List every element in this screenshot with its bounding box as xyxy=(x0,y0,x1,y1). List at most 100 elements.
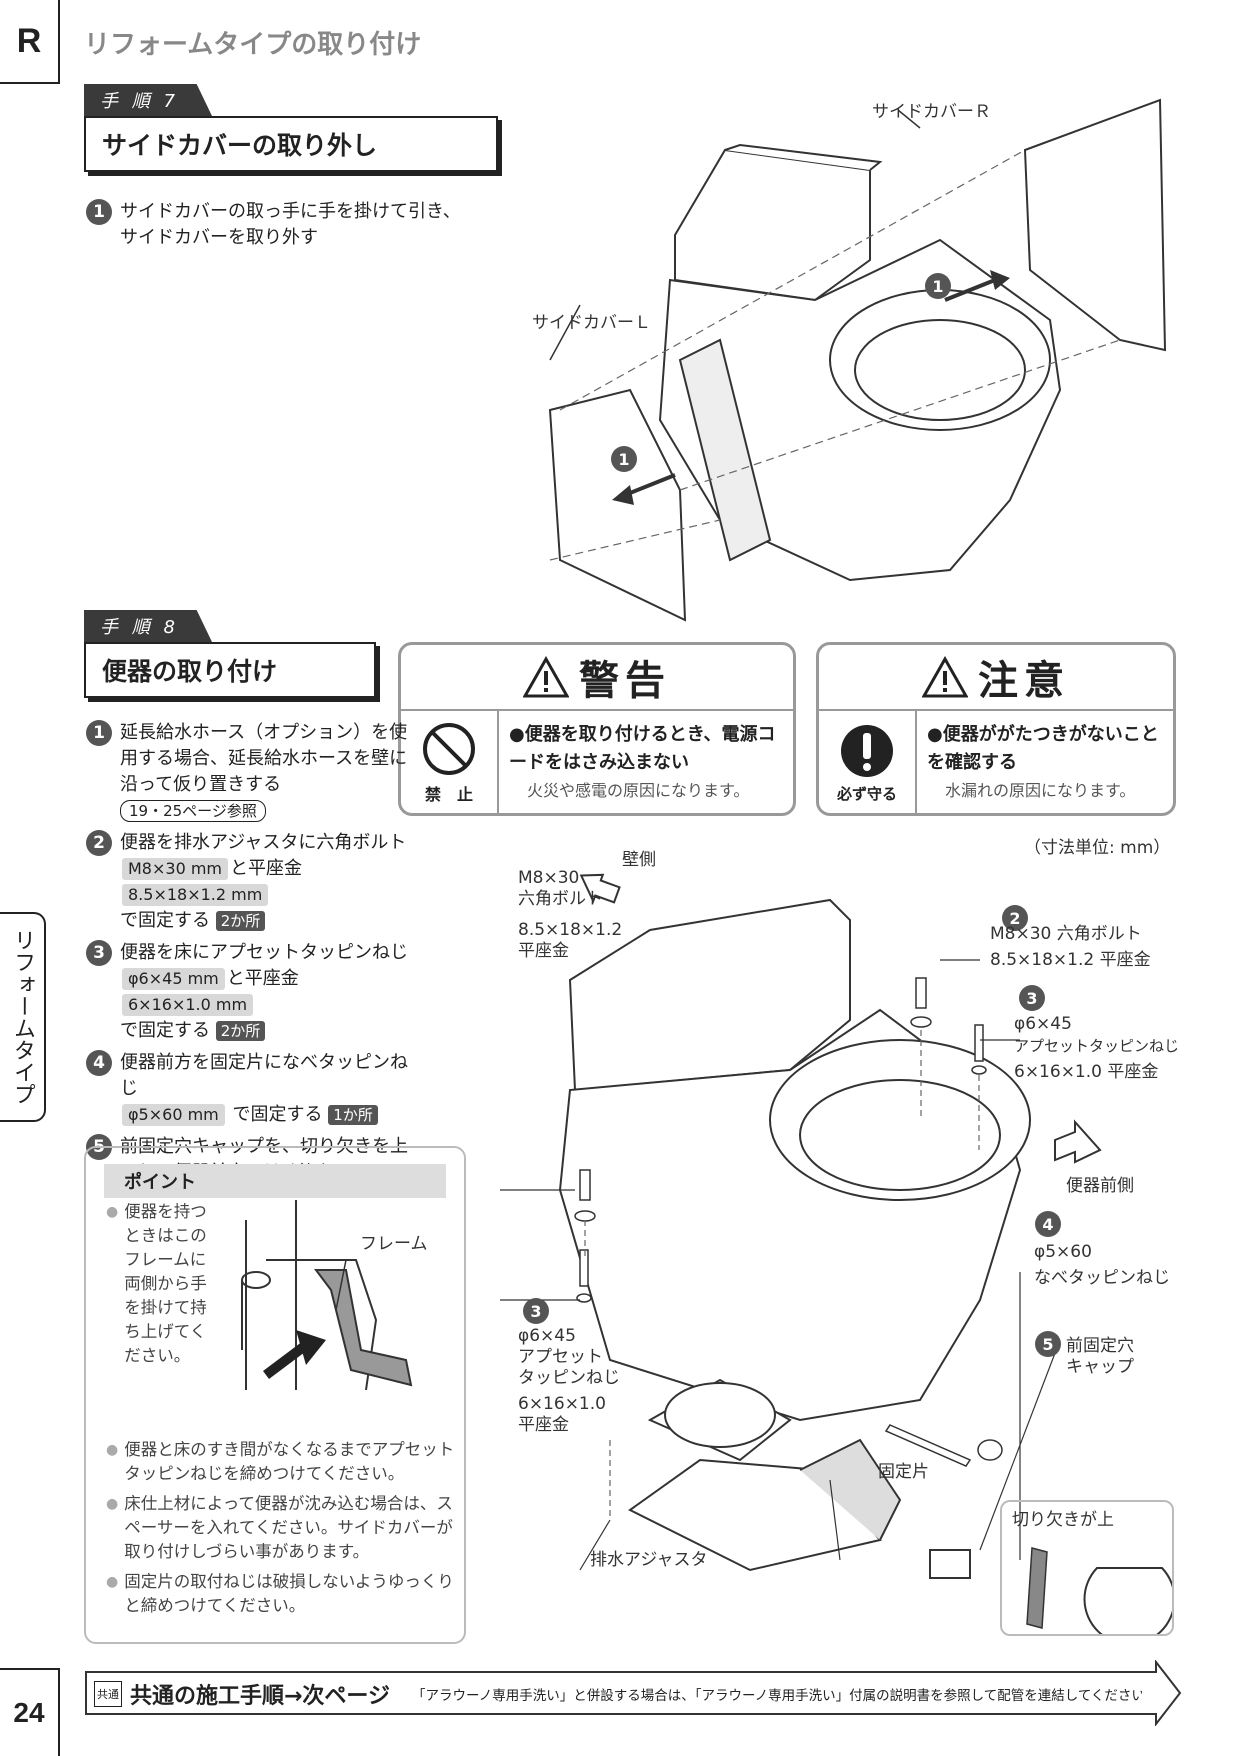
cap-notch-illustration xyxy=(1026,1547,1172,1634)
point-bullet-3: ● 床仕上材によって便器が沈み込む場合は、スペーサーを入れてください。サイドカバー… xyxy=(106,1492,456,1564)
callout-1-right xyxy=(925,273,951,299)
drain-adjuster-shape xyxy=(628,1458,882,1572)
callout-3-right-label: 3 xyxy=(1026,989,1037,1008)
point-bullet-1-text: 便器を持つときはこのフレームに両側から手を掛けて持ち上げてください。 xyxy=(124,1202,207,1365)
step-number: 3 xyxy=(86,940,112,966)
notch-label: 切り欠きが上 xyxy=(1012,1510,1114,1530)
label-fixing-piece: 固定片 xyxy=(878,1462,929,1482)
caution-triangle-icon xyxy=(922,656,968,698)
caution-box: 注意 必ず守る ●便器ががたつきがないことを確認する 水漏れの原因になります。 xyxy=(816,642,1176,816)
side-cover-l-shape xyxy=(548,388,687,622)
washer-icon xyxy=(910,1016,932,1028)
washer-size-chip: 6×16×1.0 mm xyxy=(122,994,254,1016)
bullet-dot-icon: ● xyxy=(106,1442,119,1458)
screw-size-chip: φ6×45 mm xyxy=(122,968,225,990)
step8-item-3-text: 便器を床にアプセットタッピンねじ xyxy=(120,942,408,963)
step7-item-1: 1 サイドカバーの取っ手に手を掛けて引き、サイドカバーを取り外す xyxy=(86,199,476,251)
step-number: 2 xyxy=(86,830,112,856)
section-tab: R xyxy=(0,0,60,84)
label-side-cover-r: サイドカバーＲ xyxy=(872,102,991,122)
arrow-right-icon xyxy=(944,278,996,302)
label-pan-screw-a: φ5×60 xyxy=(1034,1242,1092,1262)
step8-item-3-end: で固定する xyxy=(120,1020,210,1041)
arrow-left-icon xyxy=(624,473,676,497)
washer-size-chip: 8.5×18×1.2 mm xyxy=(122,884,269,906)
step8-item-2-end: で固定する xyxy=(120,910,210,931)
side-cover-removal-illustration: 1 1 xyxy=(548,98,1167,622)
point-bullet-4-text: 固定片の取付ねじは破損しないようゆっくりと締めつけてください。 xyxy=(124,1572,454,1615)
frame-grip-illustration xyxy=(241,1200,413,1391)
hex-bolt-icon xyxy=(915,977,927,1009)
warning-title-row: 警告 xyxy=(401,645,793,711)
screw-size-chip: φ5×60 mm xyxy=(122,1104,225,1126)
step8-item-4-end: で固定する xyxy=(232,1104,323,1125)
callout-2-right xyxy=(1002,905,1028,931)
callout-3-right xyxy=(1019,985,1045,1011)
caution-title: 注意 xyxy=(978,658,1070,704)
frame-label: フレーム xyxy=(360,1234,428,1254)
toilet-installation-illustration: 2 2 3 3 4 5 xyxy=(500,873,1102,1579)
caution-sub: 水漏れの原因になります。 xyxy=(945,781,1136,800)
callout-5-label: 5 xyxy=(1042,1335,1053,1354)
section-title: リフォームタイプの取り付け xyxy=(84,30,422,60)
callout-3-left-label: 3 xyxy=(530,1302,541,1321)
callout-1-left xyxy=(611,446,637,472)
step7-tag: 手 順 7 xyxy=(84,84,212,116)
count-badge: 2か所 xyxy=(215,1021,266,1041)
callout-5 xyxy=(1035,1331,1061,1357)
footer-arrow-banner xyxy=(85,1660,1182,1726)
point-bullet-3-text: 床仕上材によって便器が沈み込む場合は、スペーサーを入れてください。サイドカバーが… xyxy=(124,1494,453,1561)
step7-title: サイドカバーの取り外し xyxy=(84,116,498,172)
label-screw-right-a: φ6×45 xyxy=(1014,1014,1072,1034)
step8-items: 1 延長給水ホース（オプション）を使用する場合、延長給水ホースを壁に沿って仮り置… xyxy=(86,720,416,1186)
point-bullet-2: ●便器と床のすき間がなくなるまでアプセットタッピンねじを締めつけてください。 xyxy=(106,1438,456,1486)
tank-shape xyxy=(674,148,871,302)
pan-screw-icon xyxy=(884,1424,972,1467)
mandatory-icon xyxy=(841,724,893,777)
prohibition-label: 禁 止 xyxy=(424,785,473,804)
count-badge: 1か所 xyxy=(328,1105,378,1125)
warning-sub: 火災や感電の原因になります。 xyxy=(527,781,750,800)
label-drain-adjuster: 排水アジャスタ xyxy=(590,1550,708,1570)
warning-box: 警告 禁 止 ●便器を取り付けるとき、電源コードをはさみ込まない 火災や感電の原… xyxy=(398,642,796,816)
tapping-screw-icon xyxy=(974,1024,984,1062)
label-cap: 前固定穴キャップ xyxy=(1066,1336,1134,1377)
step-number: 1 xyxy=(86,720,112,746)
notch-detail-box: 切り欠きが上 xyxy=(1000,1500,1174,1636)
caution-title-row: 注意 xyxy=(819,645,1173,711)
bullet-dot-icon: ● xyxy=(106,1496,119,1512)
bullet-dot-icon: ● xyxy=(106,1574,119,1590)
label-screw-right-b: アプセットタッピンねじ xyxy=(1014,1037,1180,1055)
label-wall-side: 壁側 xyxy=(622,850,656,870)
label-side-cover-l: サイドカバーＬ xyxy=(532,313,651,333)
bullet-dot-icon: ● xyxy=(106,1204,119,1220)
arrow-lift-icon xyxy=(263,1341,309,1379)
step8-item-3-mid: と平座金 xyxy=(226,968,299,989)
step8-item-4-text: 便器前方を固定片になべタッピンねじ xyxy=(120,1052,408,1099)
label-pan-screw-b: なべタッピンねじ xyxy=(1034,1268,1170,1288)
callout-1-right-label: 1 xyxy=(932,277,943,296)
point-bullet-4: ● 固定片の取付ねじは破損しないようゆっくりと締めつけてください。 xyxy=(106,1570,456,1618)
step8-item-1-text: 延長給水ホース（オプション）を使用する場合、延長給水ホースを壁に沿って仮り置きす… xyxy=(120,722,408,795)
point-box: ポイント ●便器を持つときはこのフレームに両側から手を掛けて持ち上げてください。… xyxy=(84,1146,466,1644)
cap-icon xyxy=(977,1439,1003,1461)
point-bullet-1: ● 便器を持つときはこのフレームに両側から手を掛けて持ち上げてください。 xyxy=(106,1200,216,1368)
section-letter: R xyxy=(16,21,42,60)
front-side-arrow-icon xyxy=(1054,1119,1102,1164)
bolt-size-chip: M8×30 mm xyxy=(122,858,229,880)
side-cover-r-shape xyxy=(1023,98,1167,352)
point-bullets-lower: ●便器と床のすき間がなくなるまでアプセットタッピンねじを締めつけてください。 ●… xyxy=(106,1438,456,1618)
callout-3-left xyxy=(523,1298,549,1324)
label-washer-right: 8.5×18×1.2 平座金 xyxy=(990,950,1151,970)
step7-item-1-text: サイドカバーの取っ手に手を掛けて引き、サイドカバーを取り外す xyxy=(120,201,461,248)
callout-1-left-label: 1 xyxy=(618,450,629,469)
side-tab-reform-type: リフォームタイプ xyxy=(0,912,46,1122)
label-screw-right-c: 6×16×1.0 平座金 xyxy=(1014,1062,1159,1082)
callout-4-label: 4 xyxy=(1042,1215,1053,1234)
step8-item-2-text: 便器を排水アジャスタに六角ボルト xyxy=(120,832,407,853)
caution-main: ●便器ががたつきがないことを確認する xyxy=(927,724,1159,773)
